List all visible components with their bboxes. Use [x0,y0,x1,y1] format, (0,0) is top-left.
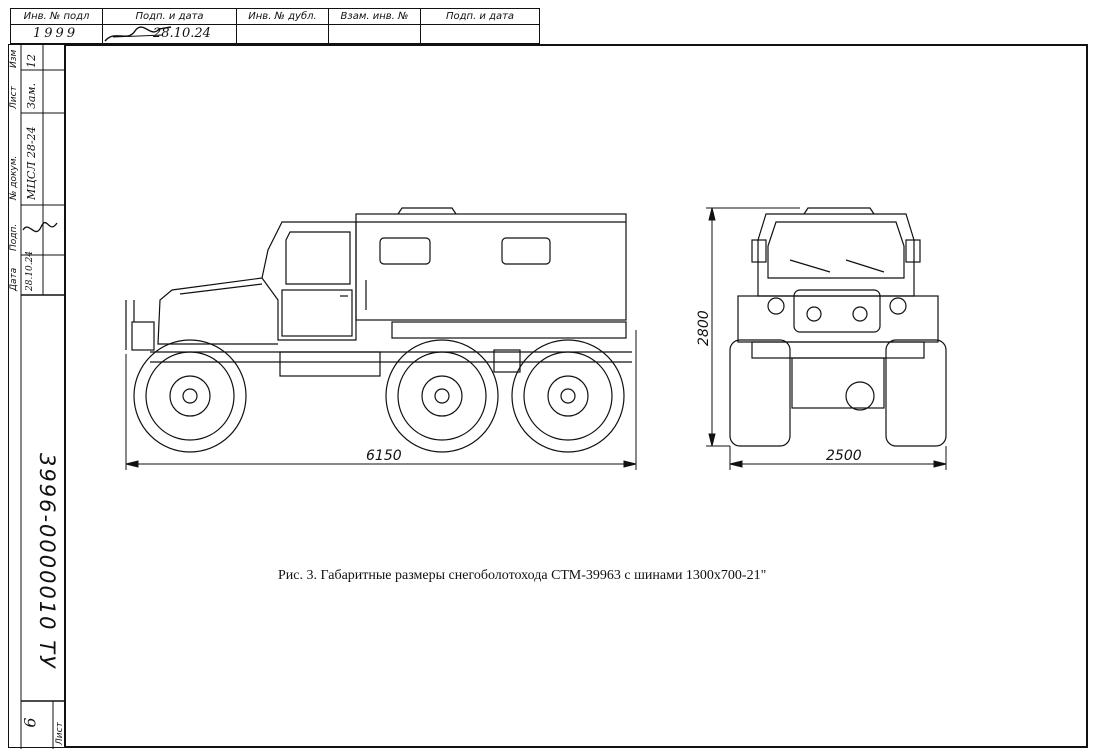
left-strip-grid [20,45,65,749]
signature-mark [104,26,172,42]
dim-front-width: 2500 [826,448,862,464]
stamp-header-replacement: Взам. инв. № [329,9,421,25]
dim-height: 2800 [696,310,712,346]
stamp-header-inv-original: Инв. № подл [11,9,103,25]
drawing-frame [64,44,1088,748]
side-length-dimension [125,330,637,470]
height-dimension [706,207,800,447]
stamp-sign-date: 28.10.24 [103,25,237,43]
stamp-inv-number: 1999 [11,25,103,43]
dim-side-length: 6150 [366,448,402,464]
left-title-strip: Изм Лист № докум. Подп. Дата 12 Зам. МЦС… [8,44,65,749]
stamp-header-sign-date-2: Подп. и дата [421,9,539,25]
stamp-header-sign-date: Подп. и дата [103,9,237,25]
front-width-dimension [729,446,947,470]
top-stamp-table: Инв. № подл Подп. и дата Инв. № дубл. Вз… [10,8,540,44]
stamp-inv-duplicate-value [237,25,329,43]
side-view [125,207,632,453]
figure-caption: Рис. 3. Габаритные размеры снегоболотохо… [278,568,767,583]
front-view [729,207,947,447]
stamp-header-inv-duplicate: Инв. № дубл. [237,9,329,25]
stamp-replacement-value [329,25,421,43]
